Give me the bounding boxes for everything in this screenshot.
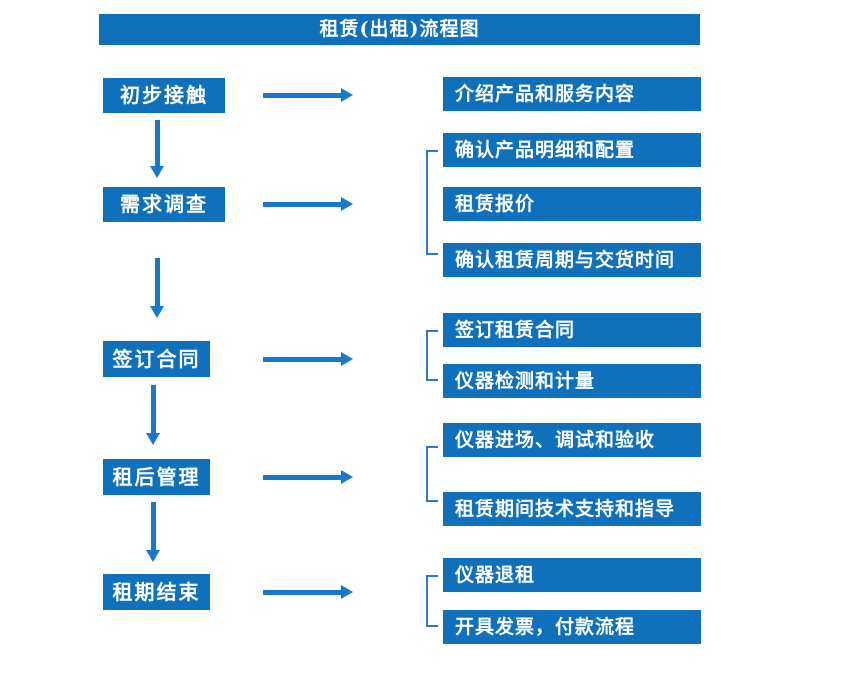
group-bracket-rental-end [426,575,438,627]
detail-box-instrument-setup-acceptance: 仪器进场、调试和验收 [443,423,701,457]
down-arrow-icon [146,502,160,562]
right-arrow-head [341,197,353,211]
right-arrow-body [263,202,342,207]
detail-box-confirm-product-details: 确认产品明细和配置 [443,133,701,167]
detail-box-invoice-payment: 开具发票，付款流程 [443,610,701,644]
right-arrow-body [263,93,342,98]
down-arrow-head [150,166,164,178]
right-arrow-head [341,585,353,599]
right-arrow-icon [263,470,353,484]
right-arrow-icon [263,352,353,366]
right-arrow-icon [263,88,353,102]
detail-box-sign-rental-contract: 签订租赁合同 [443,313,701,347]
step-box-initial-contact: 初步接触 [103,78,225,113]
group-bracket-sign-contract [426,330,438,381]
step-box-post-rental-management: 租后管理 [103,459,210,495]
flowchart-title: 租赁(出租)流程图 [99,14,700,45]
down-arrow-body [155,120,160,167]
step-box-demand-survey: 需求调查 [103,187,225,222]
right-arrow-body [263,475,342,480]
right-arrow-head [341,352,353,366]
right-arrow-head [341,470,353,484]
detail-box-rental-quote: 租赁报价 [443,187,701,221]
down-arrow-head [146,550,160,562]
right-arrow-body [263,357,342,362]
group-bracket-post-rental [426,446,438,502]
group-bracket-demand-survey [426,150,438,255]
detail-box-confirm-rental-period: 确认租赁周期与交货时间 [443,243,701,277]
right-arrow-icon [263,585,353,599]
step-box-rental-end: 租期结束 [103,574,210,610]
detail-box-introduce-products: 介绍产品和服务内容 [443,77,701,111]
down-arrow-icon [150,120,164,178]
right-arrow-icon [263,197,353,211]
down-arrow-body [151,502,156,551]
down-arrow-body [151,385,156,434]
right-arrow-head [341,88,353,102]
down-arrow-head [146,433,160,445]
detail-box-instrument-testing: 仪器检测和计量 [443,364,701,398]
down-arrow-head [150,306,164,318]
detail-box-instrument-return: 仪器退租 [443,558,701,592]
detail-box-tech-support: 租赁期间技术支持和指导 [443,492,701,526]
down-arrow-icon [150,258,164,318]
down-arrow-body [155,258,160,307]
down-arrow-icon [146,385,160,445]
step-box-sign-contract: 签订合同 [103,341,210,377]
right-arrow-body [263,590,342,595]
